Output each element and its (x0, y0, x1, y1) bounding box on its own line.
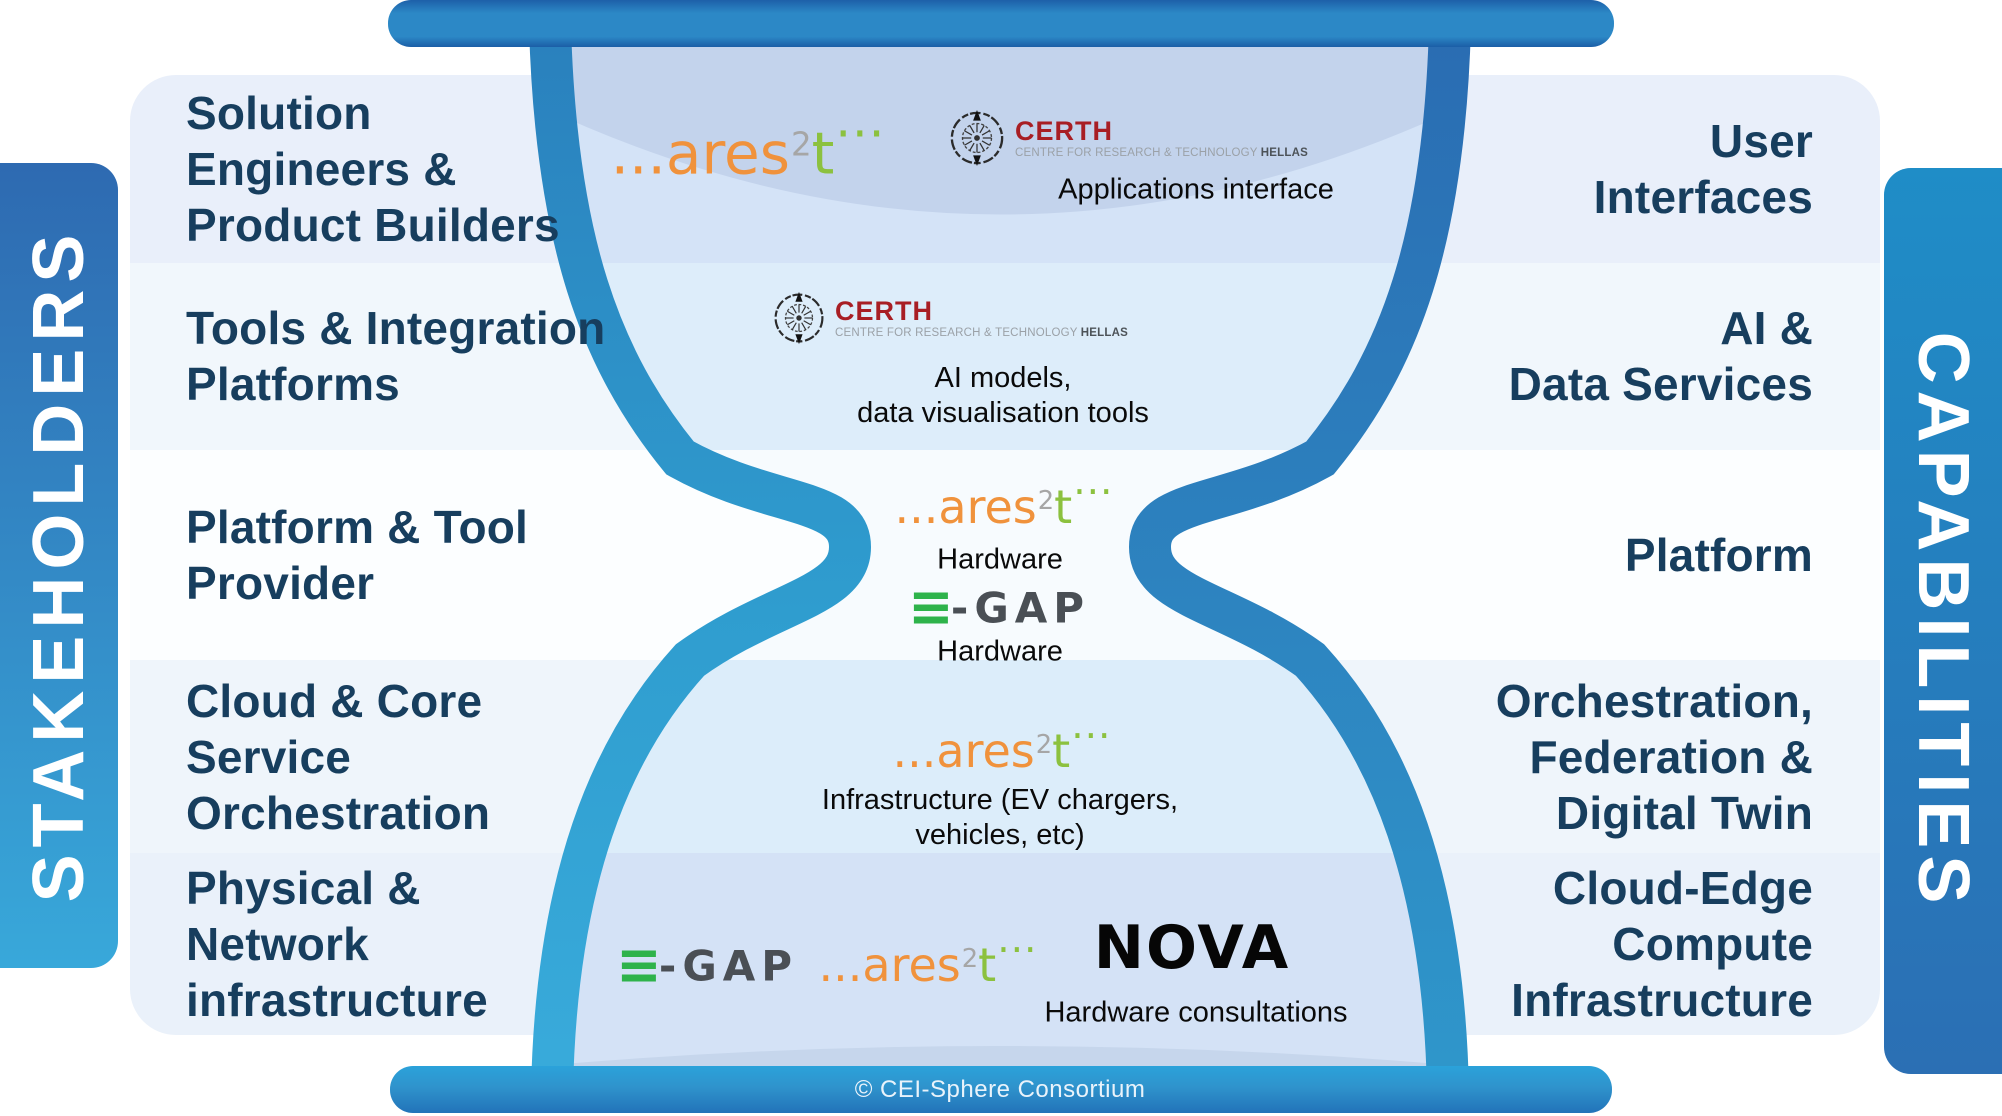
row5-caption: Hardware consultations (1044, 996, 1348, 1029)
row3-caption-bottom: Hardware (937, 635, 1063, 668)
copyright-notice: © CEI-Sphere Consortium (854, 1076, 1146, 1103)
certh-emblem-icon (774, 291, 824, 345)
stakeholder-label-platform-tool-provider: Platform & Tool Provider (186, 500, 529, 609)
hourglass-base (390, 1066, 1612, 1113)
certh-hellas: HELLAS (1260, 146, 1309, 159)
capability-label-platform: Platform (1624, 528, 1813, 581)
egap-gap: -GAP (658, 941, 799, 991)
ares2t-lead: ...ares (610, 119, 790, 188)
egap-logo: E-GAP (913, 583, 1091, 633)
capability-label-ai-data-services: AI & Data Services (1508, 301, 1813, 410)
stakeholder-label-cloud-core-orchestration: Cloud & Core Service Orchestration (186, 674, 491, 840)
stakeholder-label-physical-network: Physical & Network infrastructure (186, 861, 488, 1027)
capability-label-orchestration-federation: Orchestration, Federation & Digital Twin (1495, 674, 1813, 840)
certh-name: CERTH (834, 295, 933, 326)
certh-logo: CERTH CENTRE FOR RESEARCH & TECHNOLOGY H… (772, 291, 1128, 345)
stakeholder-label-solution-engineers: Solution Engineers & Product Builders (186, 86, 560, 252)
certh-subtitle: CENTRE FOR RESEARCH & TECHNOLOGY HELLAS (1014, 146, 1309, 159)
stakeholder-label-tools-integration: Tools & Integration Platforms (186, 301, 606, 410)
ares2t-logo: ...ares2t··· (894, 470, 1114, 534)
capabilities-banner-label: CAPABILITIES (1903, 331, 1983, 911)
capability-label-cloud-edge-compute: Cloud-Edge Compute Infrastructure (1511, 861, 1813, 1027)
stakeholders-banner (0, 163, 118, 968)
egap-gap: -GAP (950, 583, 1091, 633)
ares2t-logo: ...ares2t··· (611, 105, 886, 188)
certh-wordmark: CERTH CENTRE FOR RESEARCH & TECHNOLOGY H… (835, 296, 1128, 340)
stakeholders-banner-label: STAKEHOLDERS (19, 227, 99, 903)
egap-e: E (913, 592, 948, 624)
certh-subtitle: CENTRE FOR RESEARCH & TECHNOLOGY HELLAS (834, 326, 1129, 339)
glass-wall-left (529, 25, 872, 1093)
glass-wall-right (1128, 25, 1471, 1093)
row1-caption: Applications interface (1058, 173, 1334, 206)
ares2t-logo: ...ares2t··· (818, 928, 1038, 992)
capability-label-user-interfaces: User Interfaces (1593, 114, 1813, 223)
row3-caption-top: Hardware (937, 543, 1063, 576)
capabilities-banner (1884, 168, 2002, 1074)
nova-logo: NOVA (1093, 913, 1291, 983)
egap-logo: E-GAP (621, 941, 799, 991)
certh-logo: CERTH CENTRE FOR RESEARCH & TECHNOLOGY H… (948, 109, 1308, 167)
certh-name: CERTH (1014, 115, 1113, 146)
ares2t-dots: ··· (835, 104, 886, 163)
hourglass-cap (388, 0, 1614, 47)
row2-caption: AI models, data visualisation tools (857, 362, 1149, 429)
certh-emblem-icon (950, 109, 1004, 167)
ares2t-sup: 2 (790, 125, 812, 164)
certh-hellas: HELLAS (1080, 326, 1129, 339)
egap-e: E (621, 950, 656, 982)
certh-wordmark: CERTH CENTRE FOR RESEARCH & TECHNOLOGY H… (1015, 116, 1308, 160)
ares2t-logo: ...ares2t··· (892, 714, 1112, 778)
ares2t-tail: t (811, 119, 835, 188)
row4-caption: Infrastructure (EV chargers, vehicles, e… (821, 784, 1179, 851)
